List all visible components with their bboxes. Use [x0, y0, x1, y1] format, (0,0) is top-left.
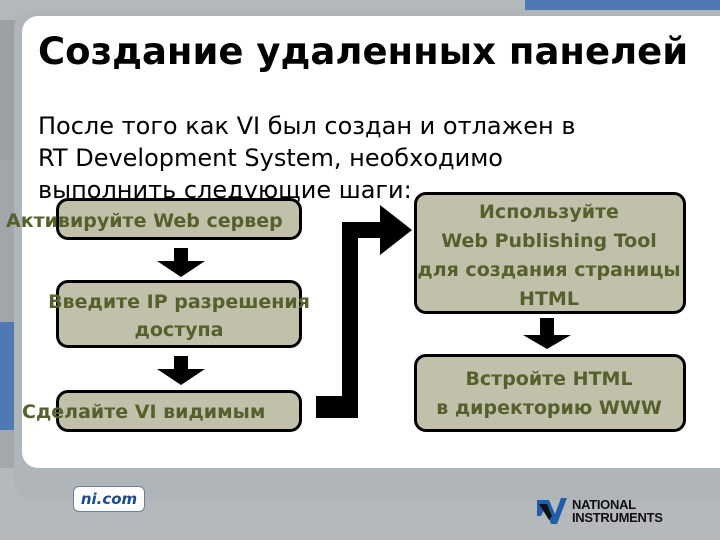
ni-eagle-logo-icon: [537, 498, 567, 524]
arrow-right-icon: [380, 205, 412, 255]
arrow-down-icon: [157, 261, 205, 277]
body-line-1: После того как VI был создан и отлажен в: [38, 112, 576, 140]
arrow-down-icon: [174, 248, 188, 262]
brand-line-1: NATIONAL: [572, 497, 636, 512]
arrow-down-icon: [540, 318, 554, 336]
step-box-embed-html: [414, 354, 686, 432]
step-label-vi-visible: Сделайте VI видимым: [22, 401, 266, 423]
arrow-down-icon: [523, 335, 571, 349]
ni-brand-wordmark: NATIONAL INSTRUMENTS: [572, 498, 663, 524]
step-label-wp-line2: Web Publishing Tool: [441, 230, 657, 252]
step-box-vi-visible: [56, 390, 302, 432]
slide-body-text: После того как VI был создан и отлажен в…: [38, 110, 698, 206]
connector-top: [342, 222, 382, 238]
step-label-embed-line1: Встройте HTML: [465, 368, 633, 390]
step-label-web-server: Активируйте Web сервер: [6, 210, 283, 232]
arrow-down-icon: [157, 369, 205, 385]
ni-com-link[interactable]: ni.com: [73, 486, 145, 512]
left-band-top: [0, 20, 14, 160]
step-label-embed-line2: в директорию WWW: [436, 397, 662, 419]
left-band-middle: [0, 160, 14, 322]
connector-vertical: [342, 222, 358, 418]
brand-line-2: INSTRUMENTS: [572, 510, 663, 525]
arrow-down-icon: [174, 356, 188, 370]
slide-title: Создание удаленных панелей: [38, 30, 689, 73]
body-line-2: RT Development System, необходимо: [38, 144, 503, 172]
step-box-web-server: [56, 198, 302, 240]
step-label-wp-line3: для создания страницы: [417, 259, 681, 281]
step-box-web-publishing: [414, 192, 686, 314]
step-label-ip-line1: Введите IP разрешения: [48, 291, 310, 313]
step-label-wp-line1: Используйте: [479, 201, 619, 223]
left-accent-bar: [0, 322, 14, 430]
step-label-ip-line2: доступа: [134, 319, 224, 341]
step-label-wp-line4: HTML: [519, 288, 579, 310]
step-box-ip-permissions: [56, 280, 302, 348]
